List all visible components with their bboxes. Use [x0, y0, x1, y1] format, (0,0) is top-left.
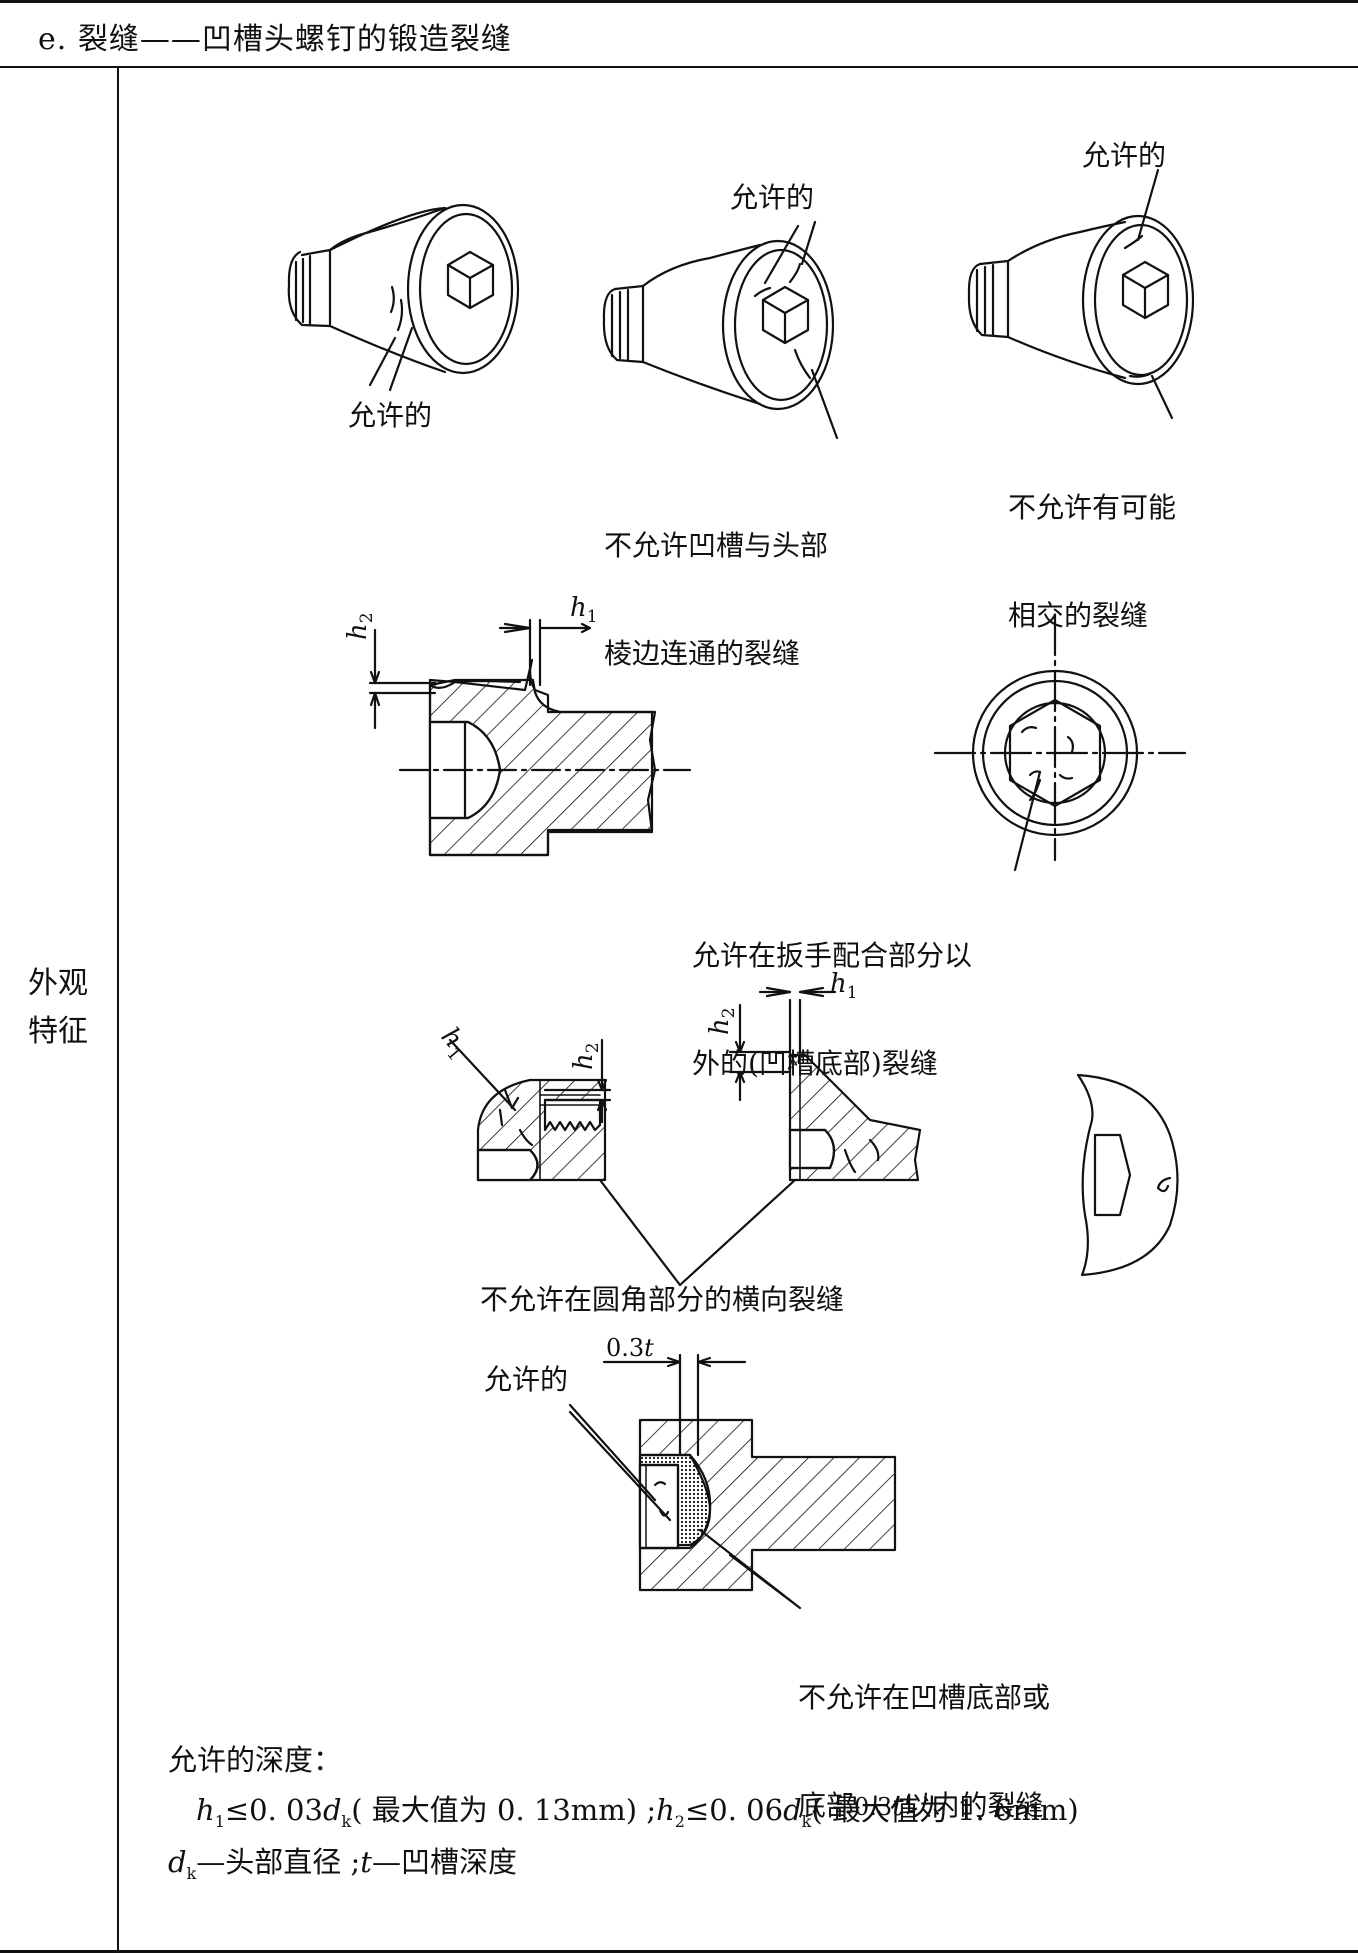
dim-cone-h2-sub: 2 — [719, 1007, 740, 1019]
notes-heading: 允许的深度： — [168, 1743, 343, 1777]
def-text2: —凹槽深度 — [371, 1845, 517, 1879]
dim-cone-h2-letter: h — [705, 1018, 735, 1035]
label-screw3-allowed: 允许的 — [1082, 139, 1167, 172]
row-label-line1: 外观 — [28, 966, 88, 1001]
label-fillet-not-allowed: 不允许在圆角部分的横向裂缝 — [480, 1283, 845, 1316]
row-label: 外观 特征 — [28, 960, 98, 1056]
formula-part2: ( 最大值为 0. 13mm) ; — [351, 1793, 657, 1827]
label-endview-line1: 允许在扳手配合部分以 — [692, 939, 973, 972]
label-bottom-not-allowed-line2: 底部0.3t以内的裂缝 — [798, 1788, 1050, 1825]
end-view-circle — [935, 615, 1185, 870]
fillet-section-left — [450, 1040, 680, 1285]
dim-fillet-h2-sub: 2 — [583, 1042, 604, 1054]
column-divider — [117, 67, 119, 1951]
label-bottom-line2-b: 0.3 — [854, 1793, 893, 1821]
label-screw1-allowed: 允许的 — [348, 399, 433, 432]
dim-fillet-h2-letter: h — [569, 1053, 599, 1070]
dim-h1-sub: 1 — [586, 607, 598, 628]
formula-part1: ≤0. 03 — [224, 1793, 323, 1827]
table-title: e. 裂缝——凹槽头螺钉的锻造裂缝 — [38, 22, 512, 57]
dim-cone-h2: h2 — [702, 1007, 747, 1035]
dim-cone-h1-letter: h — [830, 969, 847, 999]
notes-formula: h1≤0. 03dk( 最大值为 0. 13mm) ;h2≤0. 06dk( 最… — [196, 1790, 1079, 1842]
label-bottom-line2-d: 以内的裂缝 — [903, 1789, 1044, 1822]
top-border — [0, 0, 1358, 3]
formula-dk2: d — [783, 1793, 802, 1827]
def-dk: d — [168, 1845, 187, 1879]
dim-03t: 0.3t — [606, 1330, 654, 1366]
label-bottom-line2-c: t — [892, 1789, 904, 1822]
slot-bottom-section — [570, 1355, 895, 1608]
label-endview-line2: 外的(凹槽底部)裂缝 — [692, 1047, 938, 1080]
formula-dk1-sub: k — [341, 1811, 352, 1831]
dim-fillet-h2: h2 — [566, 1042, 611, 1070]
dim-h1-letter: h — [570, 593, 587, 623]
formula-h1-sub: 1 — [214, 1811, 225, 1831]
dim-label-h1: h1 — [570, 590, 598, 635]
label-screw2-not-allowed: 不允许凹槽与头部 棱边连通的裂缝 — [604, 456, 828, 708]
bottom-border — [0, 1950, 1358, 1953]
dim-h2-letter: h — [343, 623, 373, 640]
label-screw2-not-allowed-line1: 不允许凹槽与头部 — [604, 529, 829, 562]
label-endview: 允许在扳手配合部分以 外的(凹槽底部)裂缝 — [692, 866, 972, 1118]
dim-03t-number: 0.3 — [606, 1334, 645, 1362]
formula-dk1: d — [322, 1793, 342, 1827]
dim-03t-letter: t — [644, 1334, 654, 1362]
label-bottom-not-allowed: 不允许在凹槽底部或 底部0.3t以内的裂缝 — [798, 1608, 1050, 1861]
label-bottom-not-allowed-line1: 不允许在凹槽底部或 — [798, 1681, 1051, 1714]
def-dk-sub: k — [186, 1863, 197, 1883]
label-screw3-not-allowed: 不允许有可能 相交的裂缝 — [1008, 418, 1176, 670]
header-divider — [0, 66, 1358, 68]
screw-drawing-2 — [604, 222, 837, 438]
dim-h2-sub: 2 — [357, 612, 378, 624]
half-dome-view — [1078, 1075, 1178, 1275]
notes-definition: dk—头部直径 ;t—凹槽深度 — [168, 1842, 517, 1894]
formula-dk2-sub: k — [801, 1811, 812, 1831]
def-text1: —头部直径 ; — [196, 1845, 361, 1879]
label-bottom-line2-a: 底部 — [798, 1789, 855, 1822]
dim-cone-h1-sub: 1 — [846, 983, 858, 1004]
formula-h2: h — [656, 1793, 675, 1827]
label-screw2-allowed: 允许的 — [730, 181, 815, 214]
label-bottom-allowed: 允许的 — [484, 1363, 569, 1396]
formula-part3: ≤0. 06 — [684, 1793, 784, 1827]
formula-h1: h — [196, 1793, 215, 1827]
screw-drawing-3 — [969, 170, 1193, 418]
formula-h2-sub: 2 — [674, 1811, 685, 1831]
def-t: t — [360, 1845, 372, 1879]
label-screw3-not-allowed-line1: 不允许有可能 — [1008, 491, 1177, 524]
row-label-line2: 特征 — [28, 1014, 88, 1049]
label-screw3-not-allowed-line2: 相交的裂缝 — [1008, 599, 1149, 632]
cone-section-right — [680, 988, 920, 1285]
dim-cone-h1: h1 — [830, 966, 858, 1011]
dim-label-h2: h2 — [340, 612, 385, 640]
formula-part4: ( 最大值为 1. 6mm) — [811, 1793, 1079, 1827]
label-screw2-not-allowed-line2: 棱边连通的裂缝 — [604, 637, 801, 670]
screw-drawing-1 — [289, 205, 518, 390]
section-view-head — [370, 620, 690, 855]
